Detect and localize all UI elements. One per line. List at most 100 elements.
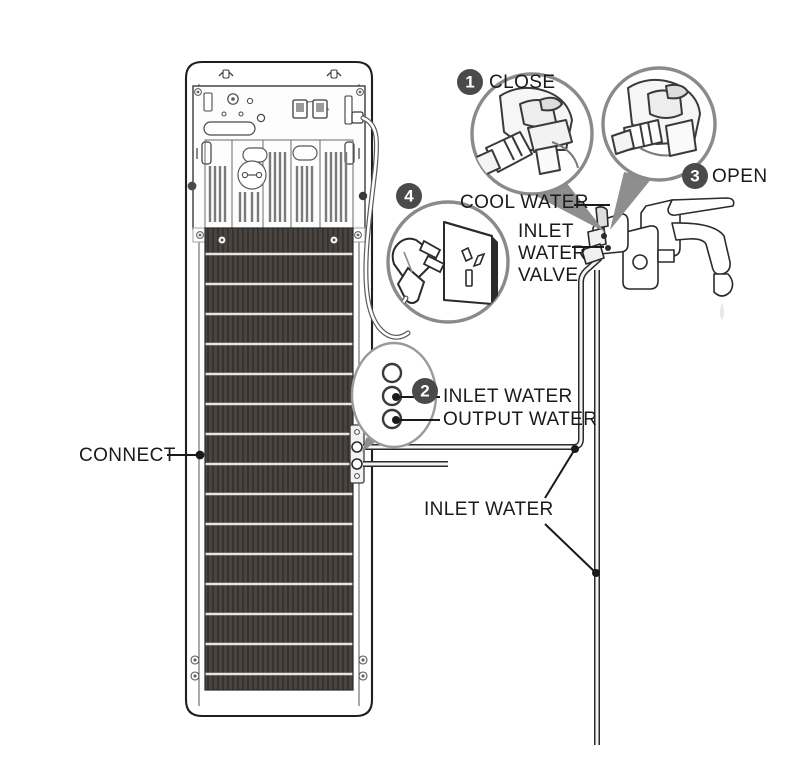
socket-plate-edge: [492, 236, 498, 308]
oval-port-right: [292, 145, 318, 161]
callout-open: [601, 66, 717, 230]
socket-plate-top: [443, 221, 493, 237]
callout-plug: [386, 200, 510, 324]
socket-hole-left: [460, 246, 474, 263]
appliance-unit: [184, 60, 374, 718]
text-labels: CLOSE OPEN COOL WATER INLET WATER VALVE …: [79, 72, 767, 520]
close-valve-plate: [527, 119, 573, 153]
label-inlet-valve-line3: VALVE: [518, 265, 578, 286]
water-port-block: [349, 424, 365, 484]
panel-screw-tr-core: [358, 90, 362, 94]
label-inlet-valve-line1: INLET: [518, 221, 574, 242]
step-badges: 1 2 3 4: [396, 69, 708, 404]
plug-pin-upper: [418, 239, 442, 260]
valve-pivot-dot: [601, 233, 607, 239]
badge-2-circle: [412, 378, 438, 404]
board-screw-b: [221, 111, 227, 117]
open-valve-knob: [665, 83, 689, 100]
callout-open-art: [611, 78, 701, 157]
label-connect: CONNECT: [79, 445, 176, 466]
relay-block-2-face: [316, 103, 324, 112]
label-open: OPEN: [712, 166, 767, 187]
vent-slot-top-right: [344, 95, 353, 125]
plug-pin-lower: [422, 254, 446, 274]
faucet-water-drop: [720, 302, 724, 320]
badge-3-circle: [682, 163, 708, 189]
port-block-screw-top: [354, 429, 360, 435]
close-nut-rib-1: [503, 139, 515, 161]
badge-step-1: 1: [457, 69, 483, 95]
valve-collar: [587, 227, 607, 249]
open-lower-block: [665, 119, 697, 157]
relay-block-1-face: [296, 103, 304, 112]
label-inlet-valve-line2: WATER: [518, 243, 587, 264]
callout-open-pointer: [610, 172, 652, 230]
leader-lines: [167, 204, 610, 577]
badge-4-number: 4: [404, 187, 414, 206]
faucet-tip: [713, 273, 734, 297]
callout-close-pointer: [536, 182, 605, 232]
leader-connect-dot: [195, 450, 205, 460]
badge-1-number: 1: [465, 73, 474, 92]
bottom-screw-r2-core: [361, 674, 365, 678]
latch-left: [201, 141, 212, 165]
fin-mount-screw-right-core: [332, 238, 336, 242]
label-inlet-water-pipe: INLET WATER: [424, 499, 554, 520]
top-component-panel: [187, 69, 368, 230]
badge-1-circle: [457, 69, 483, 95]
badge-4-circle: [396, 183, 422, 209]
pump-node-left: [241, 171, 249, 179]
side-boss-left: [187, 181, 197, 191]
port-inlet-fitting: [351, 441, 363, 453]
board-screw-c: [238, 111, 244, 117]
strip-screw-1-core: [198, 233, 202, 237]
bottom-screw-l1-core: [193, 658, 197, 662]
board-knob-center: [231, 97, 235, 101]
close-valve-knob: [539, 96, 563, 112]
fin-panel-base: [205, 228, 353, 690]
label-close: CLOSE: [489, 72, 555, 93]
callout-close: [470, 72, 605, 232]
callout-plug-art: [388, 221, 498, 322]
close-lower-block: [535, 145, 561, 175]
pump-node-right: [255, 171, 263, 179]
label-output-water-port: OUTPUT WATER: [443, 409, 597, 430]
label-inlet-water-port: INLET WATER: [443, 386, 573, 407]
faucet-lever: [667, 197, 735, 216]
terminal-strip: [203, 121, 256, 136]
open-nut-rib-2: [647, 121, 653, 145]
badge-step-4: 4: [396, 183, 422, 209]
close-arc-detail: [551, 141, 579, 169]
bottom-screw-l2-core: [193, 674, 197, 678]
port-output-fitting: [351, 458, 363, 470]
faucet-assembly: [581, 197, 735, 320]
strip-screw-6-core: [356, 233, 360, 237]
oval-port-left: [242, 147, 268, 163]
plug-body-rib: [403, 251, 413, 273]
mount-clip-left-tab: [222, 69, 230, 79]
leader-pipe-lower: [544, 523, 597, 574]
badge-3-number: 3: [690, 167, 699, 186]
fin-mount-screw-left-core: [220, 238, 224, 242]
close-nut-rib-2: [511, 135, 523, 157]
faucet-link-plate: [657, 249, 675, 263]
bottom-screw-r1-core: [361, 658, 365, 662]
mount-clip-right-tab: [330, 69, 338, 79]
power-cord: [360, 115, 411, 340]
socket-hole-earth: [465, 269, 473, 287]
valve-handle-tab: [595, 206, 609, 229]
heatsink-fins-group: [208, 152, 348, 222]
leader-pipe-upper: [544, 448, 576, 499]
badge-2-number: 2: [420, 382, 429, 401]
board-screw-d: [256, 113, 266, 123]
callout-ports-art: [381, 362, 403, 430]
port-block-screw-bottom: [354, 473, 360, 479]
socket-hole-right: [472, 252, 486, 268]
open-pipe-end: [611, 129, 635, 155]
power-cord-inner: [361, 116, 410, 339]
badge-step-3: 3: [682, 163, 708, 189]
fin-stripes: [205, 228, 353, 690]
badge-step-2: 2: [412, 378, 438, 404]
